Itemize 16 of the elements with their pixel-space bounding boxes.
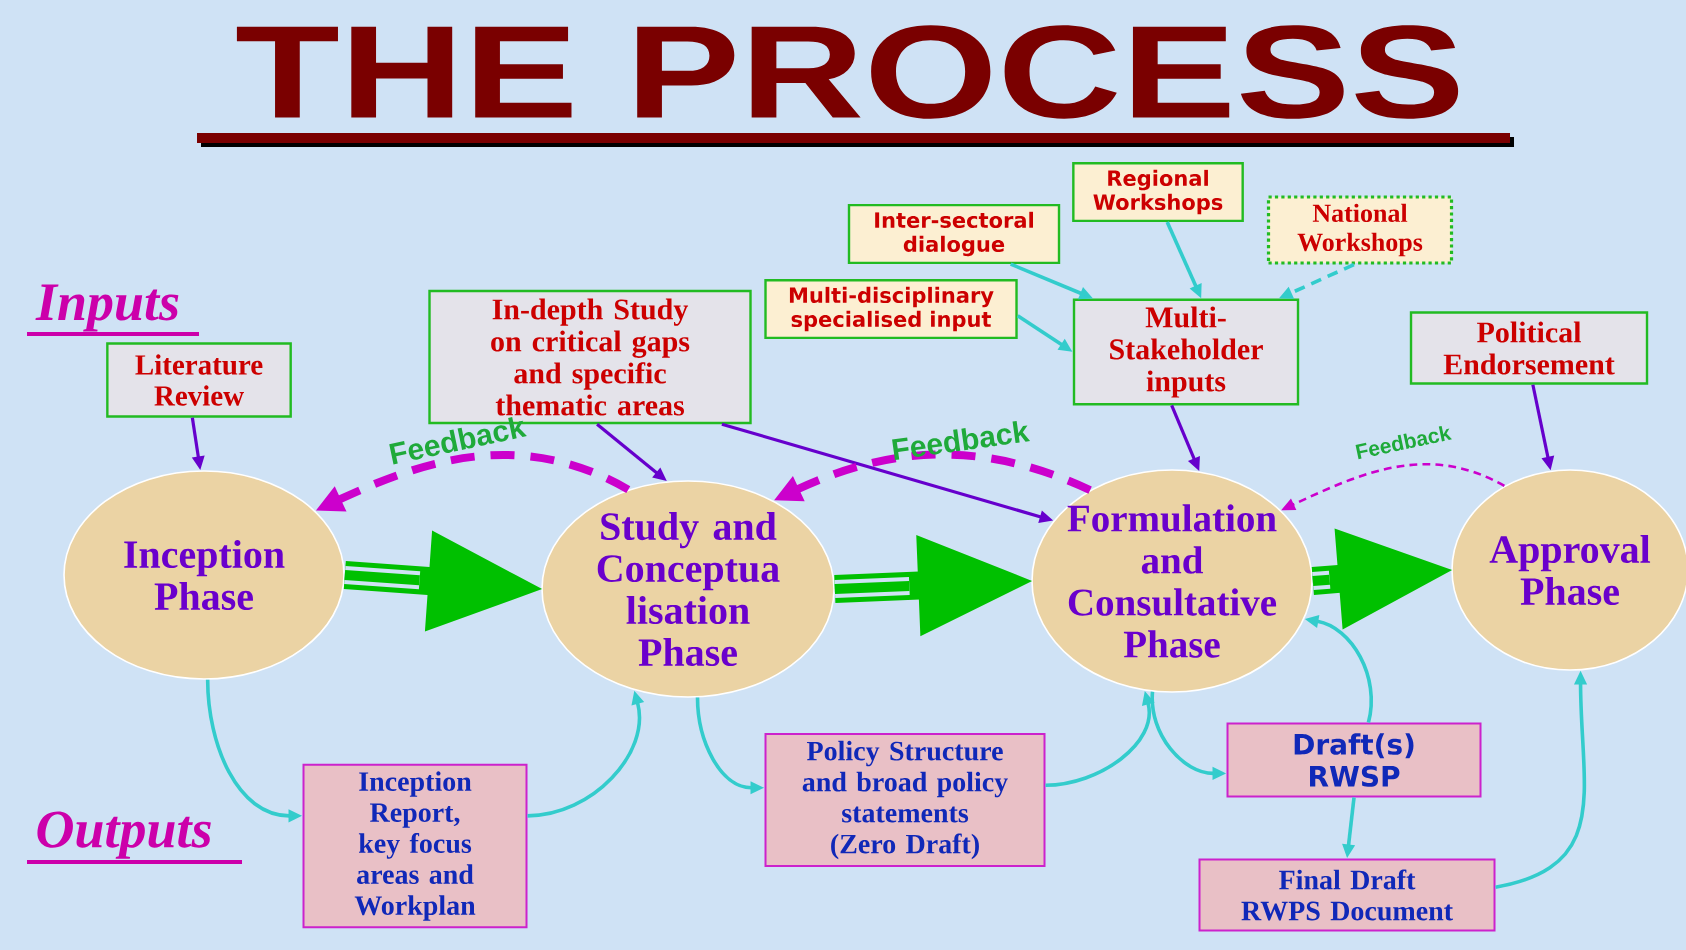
output-box: Draft(s) RWSP [1226, 722, 1482, 798]
title: THE PROCESS [197, 25, 1514, 147]
output-box: Policy Structure and broad policy statements (Zero Draft) [764, 733, 1046, 867]
input-box: Multi-Stakeholder inputs [1072, 298, 1300, 406]
output-box: Inception Report, key focus areas and Workplan [302, 763, 528, 929]
input-box: National Workshops [1266, 195, 1454, 265]
output-box: Final Draft RWPS Document [1198, 858, 1496, 932]
edge-label: Feedback [892, 420, 1031, 460]
input-box: Inter-sectoral dialogue [847, 203, 1061, 265]
section-label: Outputs [27, 811, 242, 864]
input-box: Literature Review [106, 342, 292, 418]
input-box: Multi-disciplinary specialised input [764, 279, 1018, 340]
input-box: Political Endorsement [1409, 311, 1649, 385]
edge-label: Feedback [1355, 425, 1452, 460]
section-label: Inputs [27, 284, 199, 336]
input-box: Regional Workshops [1072, 162, 1244, 223]
